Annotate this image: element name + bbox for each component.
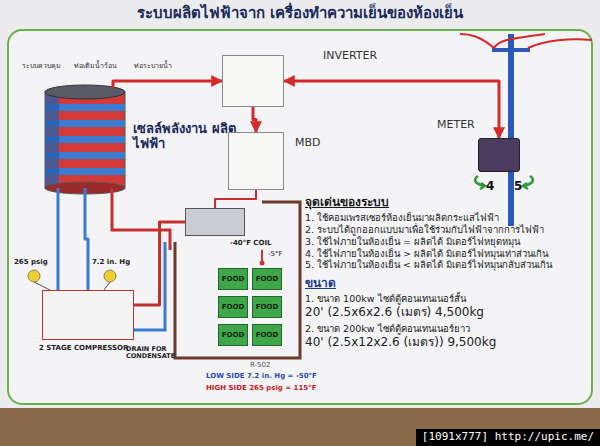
drain-label: DRAIN FOR CONDENSATE	[126, 346, 170, 361]
food-box: FOOD	[252, 324, 282, 346]
gauge-label: 7.2 in. Hg	[92, 258, 130, 266]
part-label: ระบบควบคุม	[22, 62, 61, 70]
feature-note: 1. ใช้คอมเพรสเซอร์ห้องเย็นมาผลิตกระแสไฟฟ…	[305, 213, 592, 224]
inverter-cabinet: INVERTER	[222, 55, 284, 107]
refrigerant-pipe	[85, 188, 88, 290]
node-text: MBD	[295, 137, 321, 150]
size-note: 40' (2.5x12x2.6 (เมตร)) 9,500kg	[305, 336, 592, 350]
food-box: FOOD	[252, 268, 282, 290]
thermometer	[260, 250, 265, 266]
gauge-label: 265 psig	[14, 258, 48, 266]
pressure-note: LOW SIDE 7.2 in. Hg = -50°F	[206, 372, 317, 380]
node-text: FOOD	[222, 275, 245, 283]
callout-number: 4	[486, 180, 494, 194]
node-text: -40°F COIL	[230, 239, 272, 247]
section-heading: จุดเด่นของระบบ	[305, 196, 592, 210]
meter-rotation-arrows	[475, 176, 533, 189]
diagram-title: ระบบผลิตไฟฟ้าจาก เครื่องทำความเย็นของห้อ…	[0, 5, 600, 22]
food-box: FOOD	[218, 296, 248, 318]
power-arrow	[253, 107, 256, 132]
cold-room-frame	[175, 202, 300, 358]
node-text: METER	[437, 119, 475, 132]
node-text: INVERTER	[323, 50, 377, 63]
feature-note: 3. ใช้ไฟภายในห้องเย็น = ผลิตได้ มิเตอร์ไ…	[305, 237, 592, 248]
pressure-gauges	[28, 270, 116, 290]
food-box: FOOD	[218, 324, 248, 346]
node-text: FOOD	[256, 303, 279, 311]
power-arrow	[284, 81, 499, 138]
temperature-label: -5°F	[268, 250, 283, 258]
evaporator-coil: -40°F COIL	[185, 208, 245, 236]
food-box: FOOD	[218, 268, 248, 290]
storage-drum: เซลล์พลังงาน ผลิตไฟฟ้า	[45, 88, 125, 188]
callout-number: 5	[514, 180, 522, 194]
size-note: 1. ขนาด 100kw ไซด์ตู้คอนเทนเนอร์สั้น	[305, 294, 592, 305]
part-label: ท่อเติมน้ำร้อน	[74, 62, 117, 70]
refrigerant-pipe	[134, 222, 185, 305]
power-wire	[215, 190, 256, 208]
node-text: 2 STAGE COMPRESSOR	[39, 344, 128, 352]
electric-meter: METER	[478, 138, 520, 172]
frame-border	[8, 30, 592, 404]
node-text: เซลล์พลังงาน ผลิตไฟฟ้า	[133, 122, 243, 152]
refrigerant-label: R-502	[250, 361, 270, 369]
size-note: 20' (2.5x6x2.6 (เมตร) 4,500kg	[305, 306, 592, 320]
size-note: 2. ขนาด 200kw ไซด์ตู้คอนเทนเนอร์ยาว	[305, 324, 592, 335]
mbd-cabinet: MBD	[228, 132, 284, 190]
feature-note: 5. ใช้ไฟภายในห้องเย็น < ผลิตได้ มิเตอร์ไ…	[305, 260, 592, 271]
section-heading: ขนาด	[305, 277, 592, 291]
power-arrow	[113, 81, 222, 88]
table-surface	[0, 408, 600, 446]
storage-drum	[45, 85, 125, 194]
feature-note: 4. ใช้ไฟภายในห้องเย็น > ผลิตได้ มิเตอร์ไ…	[305, 249, 592, 260]
watermark: [1091x777] http://upic.me/	[416, 429, 600, 446]
node-text: FOOD	[256, 275, 279, 283]
part-label: ท่อระบายน้ำ	[134, 62, 172, 70]
node-text: FOOD	[256, 331, 279, 339]
pressure-note: HIGH SIDE 265 psig = 115°F	[206, 384, 316, 392]
power-pole	[460, 34, 592, 226]
node-text: FOOD	[222, 331, 245, 339]
food-box: FOOD	[252, 296, 282, 318]
paper	[0, 0, 600, 408]
feature-note: 2. ระบบได้ถูกออกแบบมาเพื่อใช้ร่วมกับไฟฟ้…	[305, 225, 592, 236]
node-text: FOOD	[222, 303, 245, 311]
compressor: 2 STAGE COMPRESSOR	[42, 290, 134, 340]
features-column: จุดเด่นของระบบ 1. ใช้คอมเพรสเซอร์ห้องเย็น…	[305, 196, 592, 350]
